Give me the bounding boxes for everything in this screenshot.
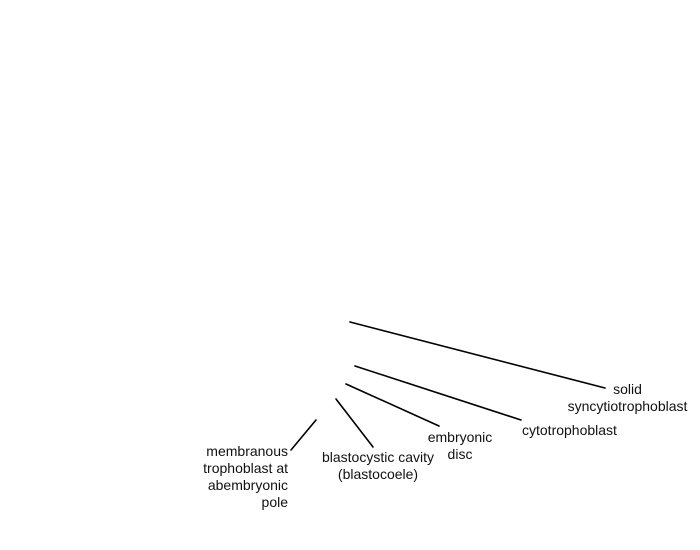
leader-line-blastocystic-cavity (335, 398, 374, 448)
leader-line-cytotrophoblast (354, 365, 522, 421)
label-cytotrophoblast: cytotrophoblast (522, 422, 617, 438)
leader-line-membranous-trophoblast (290, 419, 317, 451)
leader-line-embryonic-disc (345, 383, 440, 427)
label-blastocystic-cavity: blastocystic cavity (blastocoele) (321, 449, 435, 482)
leader-line-solid-syncytiotrophoblast (349, 321, 606, 389)
label-solid-syncytiotrophoblast: solid syncytiotrophoblast (567, 381, 688, 414)
label-embryonic-disc: embryonic disc (427, 429, 493, 462)
label-membranous-trophoblast: membranous trophoblast at abembryonic po… (203, 443, 288, 510)
